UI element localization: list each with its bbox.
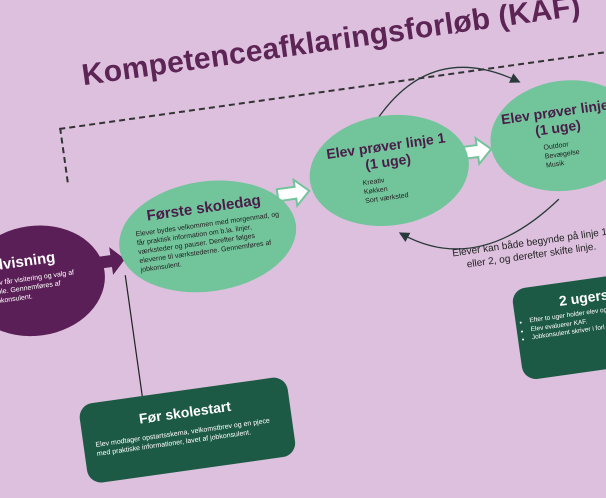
- link-line-foer-skolestart: [124, 275, 144, 400]
- switch-arrow-top: [375, 66, 521, 122]
- indvisning-text: Elev får visitering og valg af skole. Ge…: [0, 269, 75, 307]
- to-uger-bullets: Efter to uger holder elev og jobkonsulen…: [519, 281, 606, 345]
- to-uger-heading: 2 ugers: [557, 286, 606, 310]
- switch-arrow-bottom: [398, 198, 560, 250]
